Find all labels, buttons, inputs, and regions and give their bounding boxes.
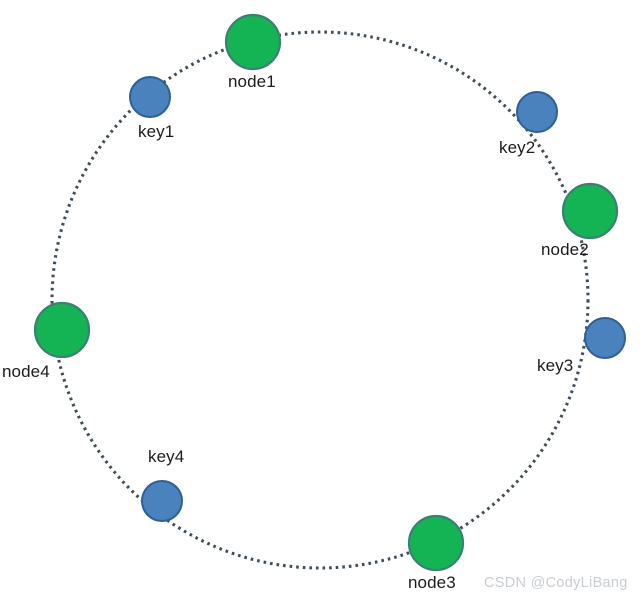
server-node-label-node4: node4: [2, 362, 50, 381]
key-node-label-key1: key1: [138, 122, 175, 141]
server-node-node4[interactable]: [33, 301, 91, 359]
key-node-key3[interactable]: [584, 317, 626, 359]
server-node-label-node3: node3: [408, 573, 456, 592]
key-node-label-key4: key4: [148, 447, 185, 466]
server-node-label-node1: node1: [228, 72, 276, 91]
server-node-node3[interactable]: [407, 514, 465, 572]
server-node-label-node2: node2: [541, 240, 589, 259]
key-node-key4[interactable]: [141, 480, 183, 522]
server-node-node2[interactable]: [561, 182, 619, 240]
node-shape-layer: [33, 13, 626, 572]
hash-ring-circle: [50, 30, 590, 570]
key-node-key1[interactable]: [129, 76, 171, 118]
key-node-label-key3: key3: [537, 356, 574, 375]
server-node-node1[interactable]: [224, 13, 282, 71]
csdn-watermark: CSDN @CodyLiBang: [484, 575, 628, 591]
key-node-key2[interactable]: [516, 91, 558, 133]
key-node-label-key2: key2: [499, 138, 536, 157]
